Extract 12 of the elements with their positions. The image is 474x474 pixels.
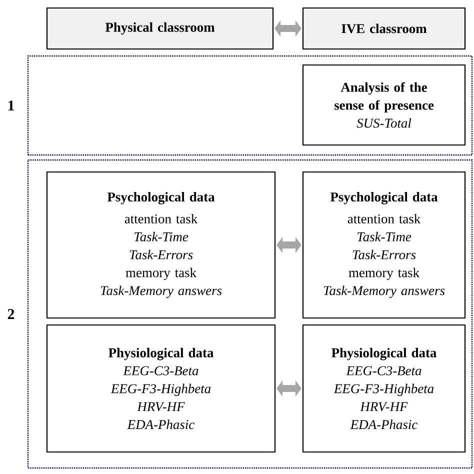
data-box: Physiological data EEG-C3-Beta EEG-F3-Highbeta HRV-HF EDA-Phasic <box>302 324 466 453</box>
step-number: 2 <box>8 309 14 319</box>
step-number: 1 <box>8 100 14 110</box>
column-header: Physical classroom <box>46 7 274 50</box>
double-arrow <box>274 20 302 37</box>
double-arrow <box>276 236 302 254</box>
data-box: Psychological data attention task Task-Time Task-Errors memory task Task-Memory answers <box>46 171 276 319</box>
double-arrow <box>276 380 302 397</box>
data-box: Physiological data EEG-C3-Beta EEG-F3-Highbeta HRV-HF EDA-Phasic <box>46 324 276 453</box>
data-box: Analysis of the sense of presence SUS-Total <box>302 64 466 146</box>
data-box: Psychological data attention task Task-Time Task-Errors memory task Task-Memory answers <box>302 171 466 319</box>
column-header: IVE classroom <box>302 7 466 50</box>
